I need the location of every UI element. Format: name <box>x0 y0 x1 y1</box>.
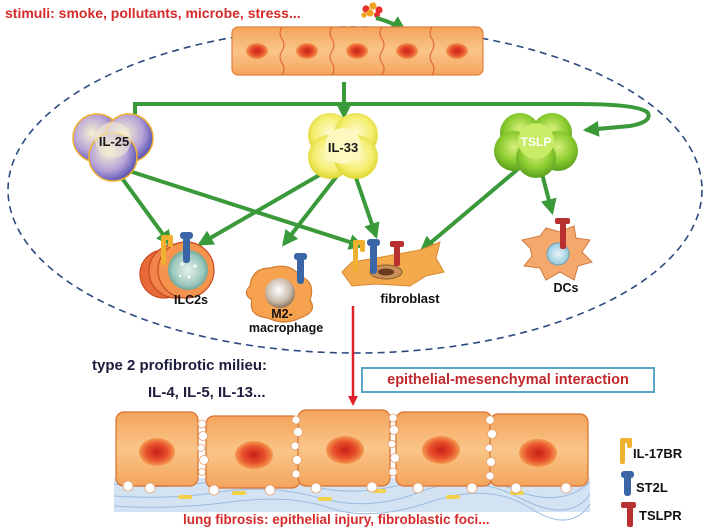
fibroblast-label: fibroblast <box>380 291 440 306</box>
lung-region-ellipse <box>7 26 703 354</box>
il33-label: IL-33 <box>328 140 358 155</box>
arrow-il25-fibroblast <box>125 168 366 250</box>
milieu-line2: IL-4, IL-5, IL-13... <box>148 384 266 401</box>
legend-il17br-icon <box>620 438 632 464</box>
tslp-cytokine: TSLP <box>494 113 578 178</box>
arrow-il33-fibroblast <box>352 171 380 240</box>
arrow-il25-ilc2 <box>114 168 172 247</box>
footer-text: lung fibrosis: epithelial injury, fibrob… <box>183 512 490 527</box>
fibro-st2l-receptor-icon <box>367 239 380 274</box>
il25-cytokine: IL-25 <box>72 113 154 182</box>
stimuli-text: stimuli: smoke, pollutants, microbe, str… <box>5 5 301 21</box>
legend-tslpr-icon <box>621 502 636 527</box>
legend: IL-17BR ST2L TSLPR <box>620 438 683 527</box>
interaction-label: epithelial-mesenchymal interaction <box>387 372 629 388</box>
fibro-il17br-receptor-icon <box>353 240 365 272</box>
il25-label: IL-25 <box>99 134 129 149</box>
legend-st2l-icon <box>621 471 634 496</box>
ilc2-cell: ILC2s <box>139 232 215 307</box>
dcs-label: DCs <box>553 281 578 295</box>
arrow-il33-ilc2 <box>197 168 330 246</box>
st2l-receptor-icon <box>180 232 193 263</box>
bottom-epithelium <box>113 409 591 521</box>
legend-il17br-label: IL-17BR <box>633 446 683 461</box>
legend-st2l-label: ST2L <box>636 480 668 495</box>
arrow-horizontal-bar <box>133 102 651 137</box>
legend-tslpr-label: TSLPR <box>639 508 682 523</box>
epithelial-mesenchymal-interaction-box: epithelial-mesenchymal interaction <box>361 367 655 393</box>
fibro-tslpr-receptor-icon <box>390 241 404 266</box>
fibroblast-cell: fibroblast <box>341 239 445 306</box>
tslp-label: TSLP <box>521 135 552 149</box>
ilc2s-label: ILC2s <box>174 293 208 307</box>
il17br-receptor-icon <box>161 235 173 265</box>
dc-tslpr-receptor-icon <box>555 218 570 249</box>
dc-cell: DCs <box>521 218 593 295</box>
stimulus-particles-icon <box>361 2 383 18</box>
top-epithelium <box>231 26 484 76</box>
m2-st2l-receptor-icon <box>294 253 307 284</box>
m2-label-line1: M2- <box>271 307 293 321</box>
m2-macrophage-cell: M2- macrophage <box>245 253 323 335</box>
signal-arrows <box>114 82 651 253</box>
arrow-tslp-fibroblast <box>419 162 526 253</box>
milieu-line1: type 2 profibrotic milieu: <box>92 357 267 374</box>
il33-cytokine: IL-33 <box>308 113 378 179</box>
m2-label-line2: macrophage <box>249 321 323 335</box>
arrow-il33-m2 <box>282 170 342 247</box>
